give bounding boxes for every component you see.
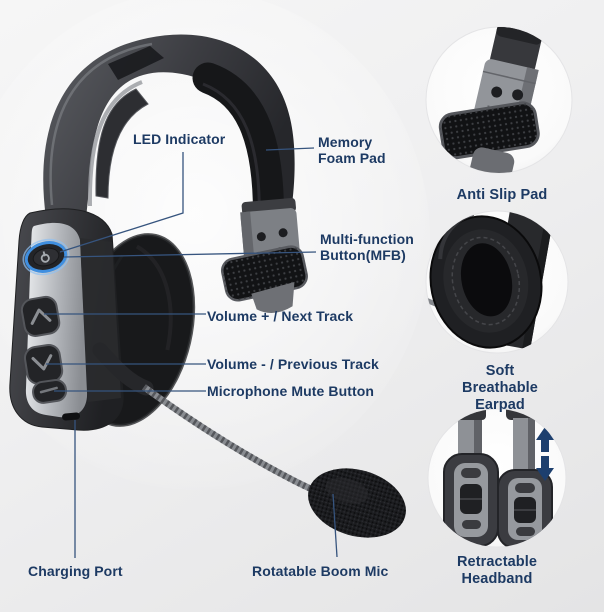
inset-caption-retractable-headband: Retractable Headband: [456, 554, 538, 587]
inset-caption-earpad: Soft Breathable Earpad: [462, 363, 538, 413]
inset-headband-circle: [427, 408, 567, 548]
callout-label-volume-down: Volume - / Previous Track: [207, 356, 379, 372]
callout-label-mic-mute: Microphone Mute Button: [207, 383, 375, 399]
callout-label-boom-mic: Rotatable Boom Mic: [252, 563, 389, 579]
mfb-button: [22, 238, 70, 276]
volume-up-icon: [30, 308, 52, 325]
volume-down-icon: [31, 354, 53, 371]
boom-mic-foam: [308, 468, 406, 538]
inset-caption-anti-slip-pad: Anti Slip Pad: [456, 187, 548, 203]
callout-label-multi-function-button: Multi-function Button(MFB): [320, 231, 414, 264]
callout-lines: [44, 147, 338, 558]
callout-label-charging-port: Charging Port: [28, 563, 123, 579]
ear-cup: [9, 208, 124, 431]
power-icon: [40, 251, 50, 263]
callout-label-led-indicator: LED Indicator: [133, 131, 226, 147]
callout-label-memory-foam-pad: Memory Foam Pad: [318, 134, 386, 167]
inset-earpad-circle: [425, 210, 569, 354]
extend-arrows-icon: [536, 427, 554, 481]
led-ring: [22, 238, 70, 276]
charging-port: [62, 412, 81, 421]
callout-label-volume-up: Volume + / Next Track: [207, 308, 354, 324]
mute-button: [32, 379, 68, 404]
headband-slider: [220, 197, 308, 313]
headset-photo: [9, 34, 406, 538]
volume-up-button: [20, 295, 61, 337]
headband-unit-extended: [497, 409, 553, 547]
inset-anti-slip-circle: [425, 26, 573, 174]
